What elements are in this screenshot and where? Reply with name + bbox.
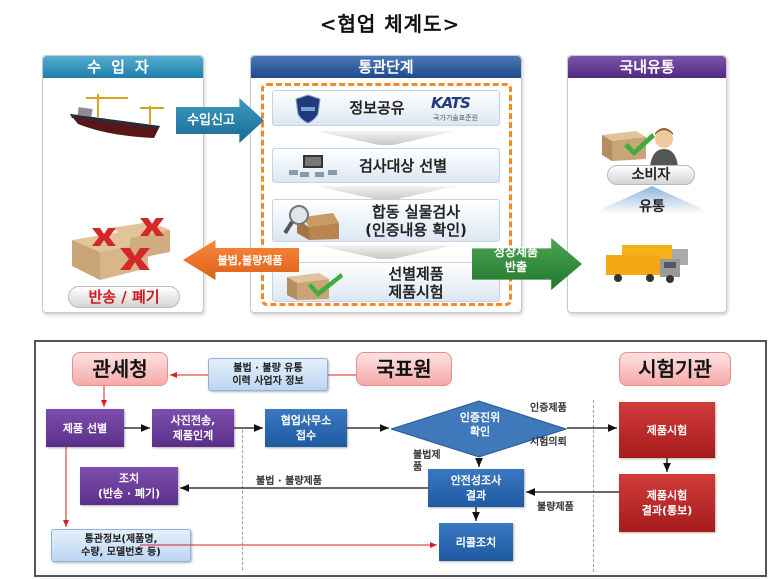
customs-info-line1: 통관정보(제품명, bbox=[84, 533, 158, 545]
step-joint-inspection: 합동 실물검사 (인증내용 확인) bbox=[272, 199, 500, 242]
step-product-testing: 선별제품 제품시험 bbox=[272, 262, 500, 302]
safety-result-box: 안전성조사 결과 bbox=[428, 469, 524, 507]
safety-result-line1: 안전성조사 bbox=[450, 474, 502, 487]
computer-network-icon bbox=[289, 155, 337, 177]
domestic-distribution-header: 국내유통 bbox=[568, 56, 726, 78]
test-result-line2: 결과(통보) bbox=[641, 504, 693, 517]
step-product-testing-label: 선별제품 bbox=[388, 265, 444, 283]
org-testing-agency: 시험기관 bbox=[619, 352, 731, 386]
step-info-sharing: 정보공유 KATS 국가기술표준원 bbox=[272, 90, 500, 126]
photo-transfer-line1: 사진전송, bbox=[170, 414, 216, 427]
office-receipt-box: 협업사무소 접수 bbox=[265, 409, 347, 447]
illegal-history-info-line1: 불법 · 불량 유통 bbox=[233, 362, 303, 374]
test-request-label: 시험의뢰 bbox=[530, 437, 567, 448]
illegal-product-line2: 품 bbox=[413, 462, 423, 473]
approved-box-icon bbox=[287, 273, 343, 300]
action-box: 조치 (반송 · 폐기) bbox=[80, 467, 178, 505]
delivery-trucks-icon bbox=[606, 245, 688, 283]
customs-info-line2: 수량, 모델번호 등) bbox=[81, 546, 161, 558]
normal-release-label: 정상제품 반출 bbox=[478, 245, 554, 275]
office-receipt-line2: 접수 bbox=[295, 429, 317, 442]
test-result-line1: 제품시험 bbox=[646, 489, 688, 502]
step-inspection-selection-label: 검사대상 선별 bbox=[358, 157, 448, 175]
cert-check-label: 인증진위 확인 bbox=[440, 411, 520, 439]
customs-info-box: 통관정보(제품명, 수량, 모델번호 등) bbox=[51, 529, 191, 562]
box-magnifier-icon bbox=[283, 205, 339, 240]
product-test-box: 제품시험 bbox=[619, 402, 715, 458]
action-line2: (반송 · 폐기) bbox=[97, 487, 161, 500]
diagram-title: <협업 체계도> bbox=[319, 12, 461, 36]
illegal-product-label: 불법제 품 bbox=[413, 450, 441, 474]
org-kats: 국표원 bbox=[356, 352, 452, 386]
recall-box: 리콜조치 bbox=[439, 523, 513, 561]
step-joint-inspection-label: 합동 실물검사 bbox=[371, 203, 461, 221]
step-product-testing-sublabel: 제품시험 bbox=[388, 283, 444, 301]
return-dispose-label: 반송 / 폐기 bbox=[68, 286, 180, 308]
illegal-defective-label: 불법,불량제품 bbox=[217, 254, 283, 267]
importer-header: 수입자 bbox=[43, 56, 203, 78]
cargo-ship-icon bbox=[70, 94, 164, 138]
test-result-box: 제품시험 결과(통보) bbox=[619, 474, 715, 532]
step-joint-inspection-sublabel: (인증내용 확인) bbox=[365, 221, 467, 239]
illegal-product-line1: 불법제 bbox=[413, 450, 441, 461]
kats-logo-text: KATS bbox=[431, 94, 471, 112]
normal-release-label-line1: 정상제품 bbox=[493, 245, 539, 259]
step-info-sharing-label: 정보공유 bbox=[349, 99, 405, 117]
lane-divider-1 bbox=[242, 430, 243, 570]
customs-stage-header: 통관단계 bbox=[251, 56, 521, 78]
illegal-history-info-box: 불법 · 불량 유통 이력 사업자 정보 bbox=[208, 358, 328, 391]
lane-divider-2 bbox=[593, 400, 594, 572]
normal-release-label-line2: 반출 bbox=[504, 260, 528, 274]
step-inspection-selection: 검사대상 선별 bbox=[272, 148, 500, 183]
import-declaration-label: 수입신고 bbox=[187, 113, 235, 128]
customs-joint-zone bbox=[261, 83, 512, 306]
defective-edge-label: 불량제품 bbox=[537, 502, 574, 513]
rejected-boxes-icon bbox=[72, 218, 170, 280]
cert-check-line1: 인증진위 bbox=[459, 411, 501, 424]
kats-logo-subtext: 국가기술표준원 bbox=[433, 114, 479, 122]
photo-transfer-box: 사진전송, 제품인계 bbox=[152, 409, 234, 447]
consumer-with-box-icon bbox=[602, 128, 678, 167]
action-line1: 조치 bbox=[118, 472, 140, 485]
illegal-defective-edge-label: 불법 · 불량제품 bbox=[256, 476, 322, 487]
cert-check-diamond bbox=[391, 400, 567, 458]
safety-result-line2: 결과 bbox=[465, 489, 487, 502]
office-receipt-line1: 협업사무소 bbox=[280, 414, 332, 427]
distribution-label: 유통 bbox=[639, 199, 665, 215]
certified-product-label: 인증제품 bbox=[530, 403, 567, 414]
product-selection-box: 제품 선별 bbox=[46, 409, 124, 447]
photo-transfer-line2: 제품인계 bbox=[172, 429, 214, 442]
illegal-history-info-line2: 이력 사업자 정보 bbox=[232, 375, 304, 387]
consumer-label: 소비자 bbox=[607, 165, 695, 185]
customs-shield-logo-icon bbox=[295, 94, 321, 124]
cert-check-line2: 확인 bbox=[469, 425, 491, 438]
org-korea-customs-service: 관세청 bbox=[72, 352, 168, 386]
